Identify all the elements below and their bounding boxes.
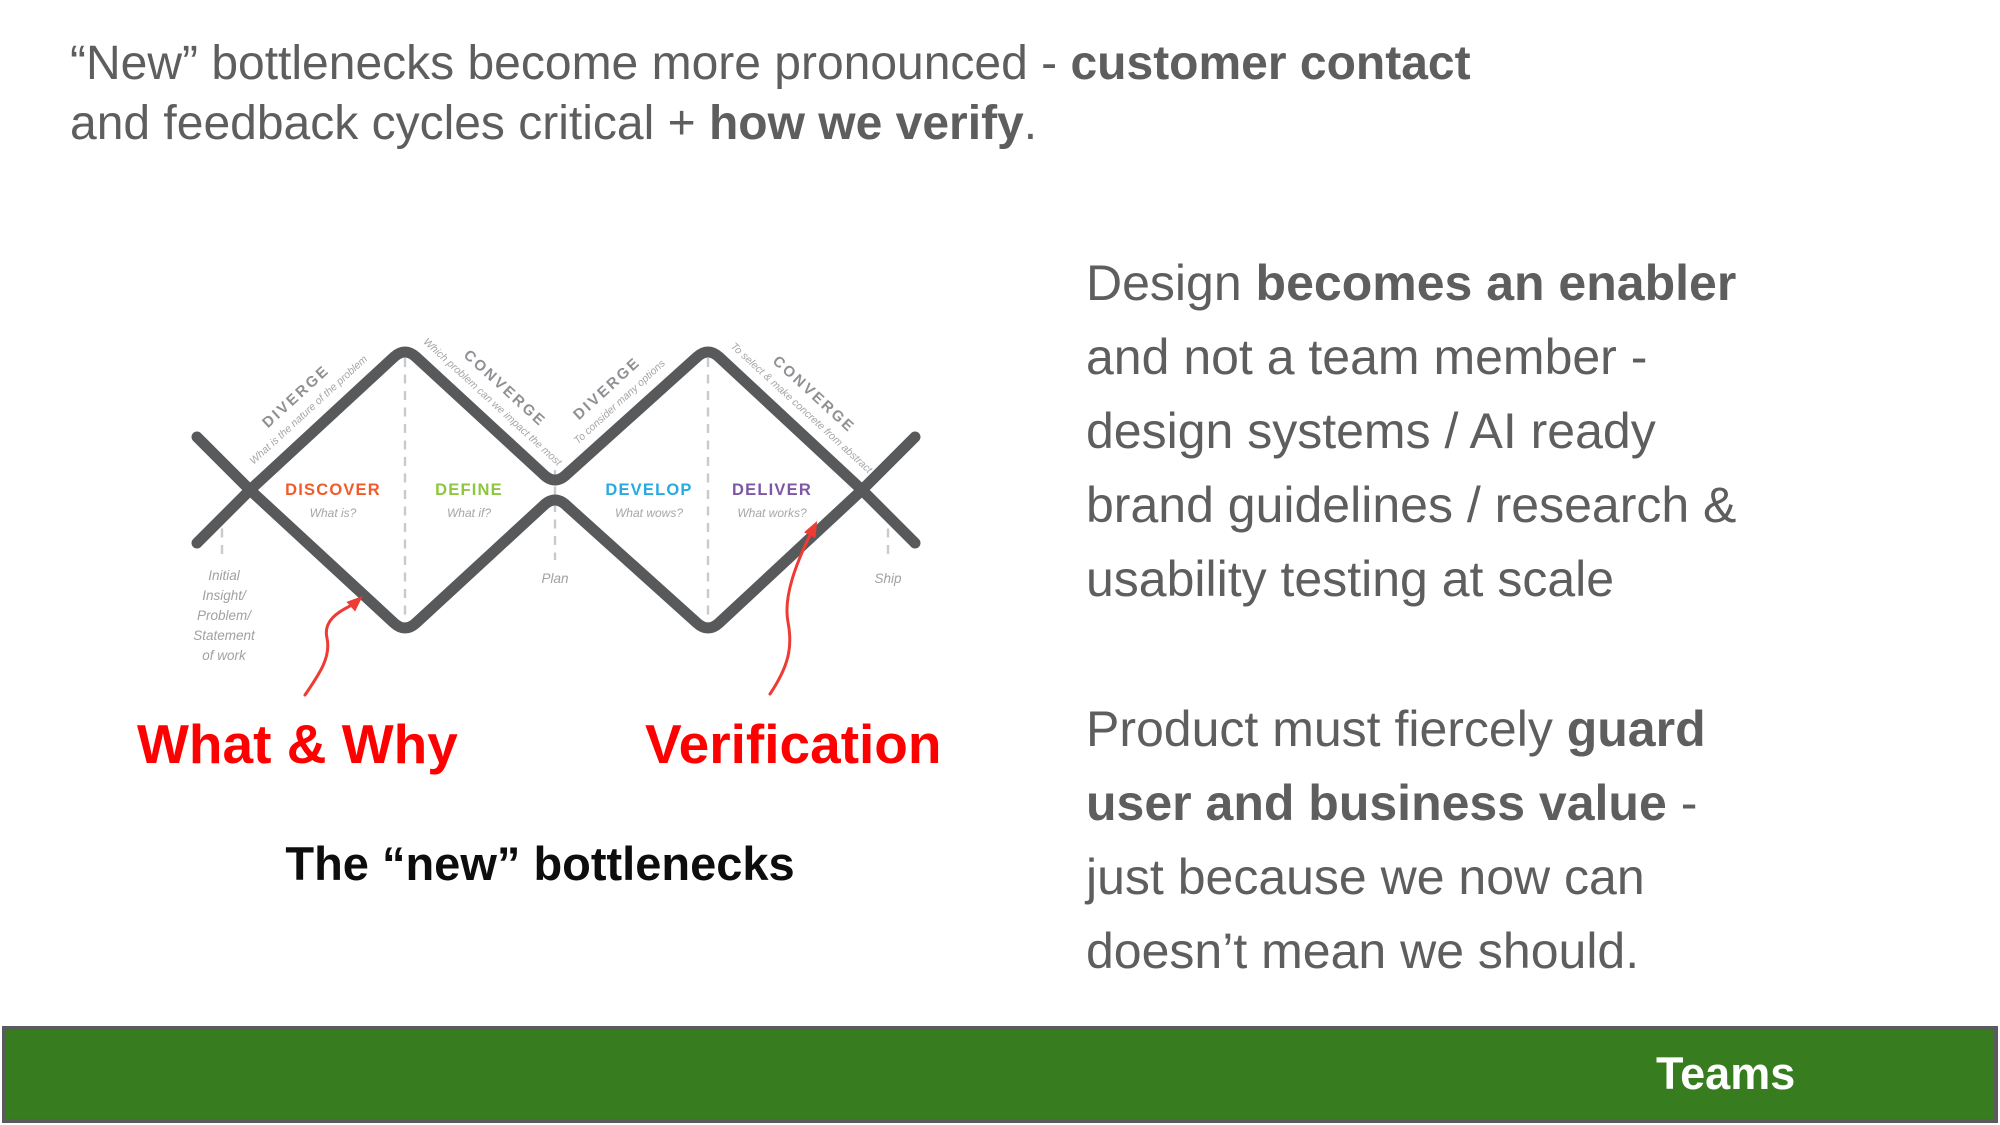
title-text: . — [1023, 97, 1038, 150]
milestone-plan-label: Plan — [541, 571, 568, 586]
annotation-arrows — [303, 533, 812, 697]
footer-bar: Teams — [2, 1026, 1998, 1123]
start-x-arm — [191, 431, 256, 496]
annotation-what-why-label: What & Why — [137, 713, 458, 775]
milestone-start-label: Initial Insight/ Problem/ Statement of w… — [193, 568, 256, 663]
text-segment: Design — [1086, 255, 1256, 311]
phase-discover: DISCOVER — [285, 481, 381, 499]
phase-define: DEFINE — [435, 481, 503, 499]
milestone-start-line: Initial — [208, 568, 241, 583]
edge-desc: Which problem can we impact the most — [421, 336, 565, 469]
paragraph-line: Product must fiercely guard — [1086, 692, 1706, 766]
phase-deliver-question: What works? — [737, 506, 807, 520]
phase-deliver: DELIVER — [732, 481, 812, 499]
paragraph-line: doesn’t mean we should. — [1086, 923, 1640, 979]
title-line-2: and feedback cycles critical + how we ve… — [70, 94, 1570, 154]
title-bold-how-we-verify: how we verify — [708, 97, 1024, 150]
edge-desc: What is the nature of the problem — [247, 353, 370, 467]
phase-develop-question: What wows? — [615, 506, 683, 520]
double-diamond-diagram: DIVERGE What is the nature of the proble… — [191, 336, 921, 697]
paragraph-line: design systems / AI ready — [1086, 403, 1656, 459]
text-segment-bold: user and business value — [1086, 775, 1667, 831]
edge-label-converge-2: CONVERGE To select & make concrete from … — [728, 340, 875, 476]
slide-title: “New” bottlenecks become more pronounced… — [70, 34, 1570, 154]
diagram-caption: The “new” bottlenecks — [285, 837, 795, 890]
paragraph-line: Design becomes an enabler — [1086, 246, 1736, 320]
milestone-start-line: Insight/ — [202, 588, 247, 603]
phase-develop: DEVELOP — [605, 481, 692, 499]
annotation-verification-label: Verification — [645, 713, 942, 775]
title-line-1: “New” bottlenecks become more pronounced… — [70, 34, 1570, 94]
paragraph-line: just because we now can — [1086, 849, 1645, 905]
edge-desc: To select & make concrete from abstract — [728, 340, 875, 476]
design-paragraph: Design becomes an enabler and not a team… — [1086, 246, 1736, 616]
milestone-start-line: of work — [202, 648, 247, 663]
diamond-strokes — [191, 346, 921, 634]
milestone-start-line: Problem/ — [197, 608, 252, 623]
diamond-bottom-path — [244, 484, 868, 634]
arrowhead-verification — [804, 520, 818, 539]
text-segment-bold: becomes an enabler — [1255, 255, 1737, 311]
start-x-arm — [191, 484, 256, 549]
product-paragraph: Product must fiercely guard user and bus… — [1086, 692, 1706, 988]
milestone-start-line: Statement — [193, 628, 256, 643]
end-x-arm — [856, 484, 921, 549]
paragraph-line: usability testing at scale — [1086, 551, 1615, 607]
phase-discover-question: What is? — [310, 506, 357, 520]
title-text: and feedback cycles critical + — [70, 97, 709, 150]
paragraph-line: and not a team member - — [1086, 329, 1648, 385]
title-bold-customer-contact: customer contact — [1070, 37, 1471, 90]
paragraph-line: user and business value - — [1086, 766, 1706, 840]
arrow-what-why — [303, 604, 352, 697]
arrowhead-what-why — [346, 595, 363, 612]
phase-define-question: What if? — [447, 506, 491, 520]
milestone-ship-label: Ship — [874, 571, 902, 586]
diamond-top-path — [244, 346, 868, 496]
text-segment-bold: guard — [1566, 701, 1706, 757]
text-segment: Product must fiercely — [1086, 701, 1567, 757]
title-text: “New” bottlenecks become more pronounced… — [70, 37, 1071, 90]
end-x-arm — [856, 431, 921, 496]
edge-label-converge-1: CONVERGE Which problem can we impact the… — [421, 336, 565, 469]
footer-team-label: Teams — [1656, 1047, 1796, 1099]
arrow-verification — [768, 533, 812, 696]
paragraph-line: brand guidelines / research & — [1086, 477, 1737, 533]
text-segment: - — [1666, 775, 1698, 831]
